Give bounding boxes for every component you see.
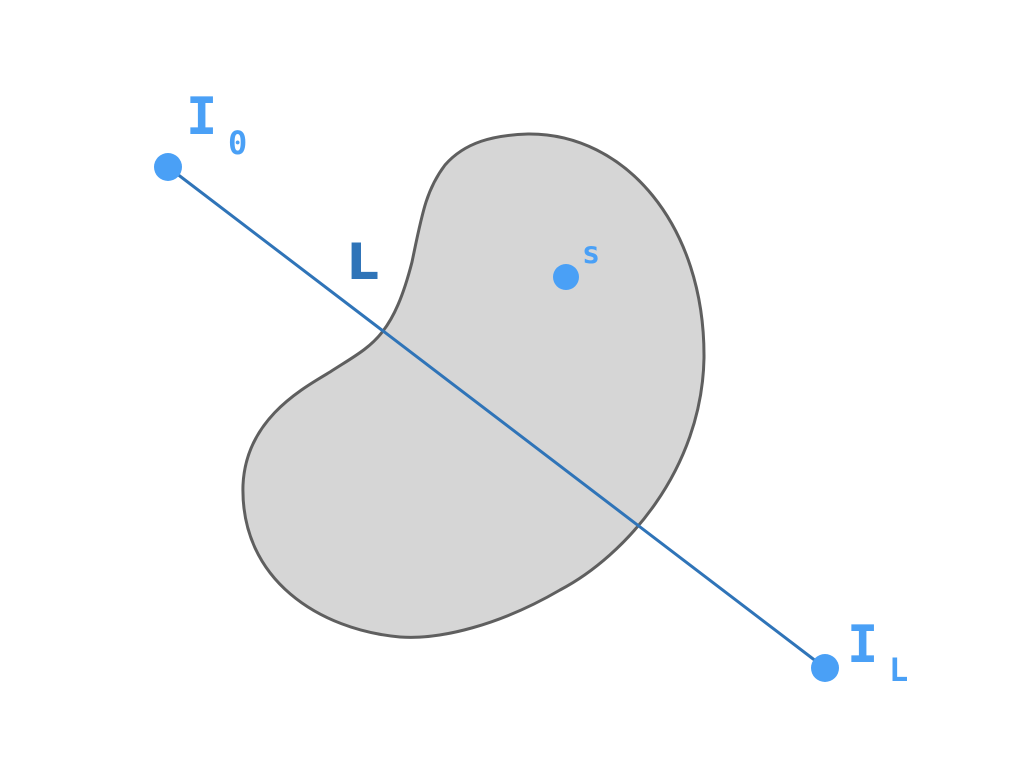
end-intensity-subscript: L (889, 651, 908, 689)
start-intensity-subscript: 0 (228, 124, 247, 162)
start-point (154, 153, 182, 181)
end-intensity-label: I (847, 615, 878, 675)
source-point (553, 264, 579, 290)
path-length-label: L (347, 233, 379, 291)
end-point (811, 654, 839, 682)
medium-region (241, 132, 706, 639)
ray-path-line (167, 165, 826, 670)
source-label: s (582, 236, 600, 271)
start-intensity-label: I (186, 87, 217, 147)
